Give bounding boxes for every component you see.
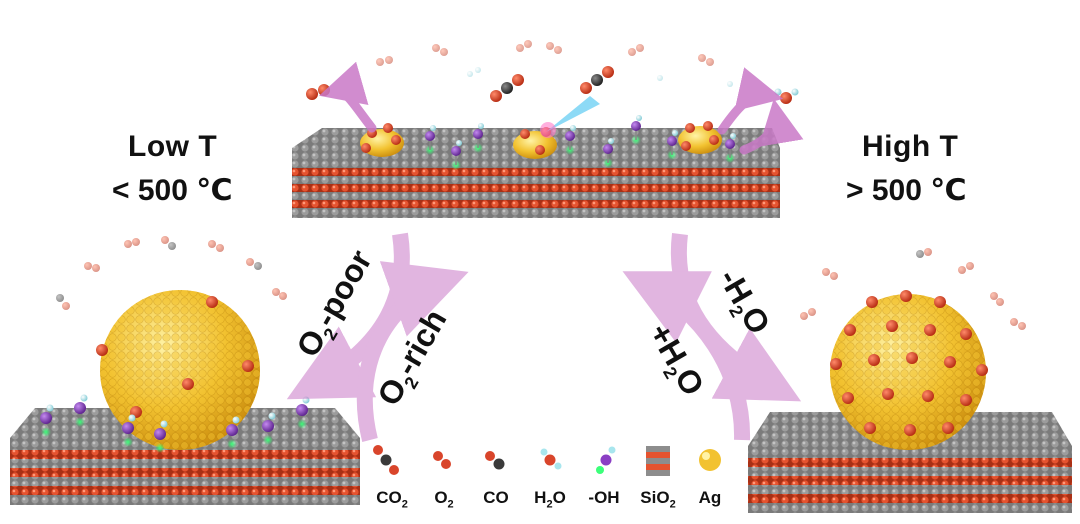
legend-label-co: CO [483, 488, 509, 507]
legend-label-sio2: SiO2 [640, 488, 676, 511]
top-support-slab [292, 128, 780, 218]
co-molecule-icon [485, 451, 505, 470]
ag-cluster-left [360, 123, 404, 157]
left-gas-molecules [56, 236, 287, 310]
ag-atom-icon [699, 449, 721, 471]
top-gas-molecules [306, 40, 799, 104]
ag-cluster-middle [513, 96, 600, 159]
ag-cluster-right [678, 121, 722, 154]
co2-molecule-icon [373, 445, 399, 475]
high-t-title: High T [862, 130, 959, 163]
left-ag-particle [96, 290, 260, 450]
high-t-condition: > 500 ℃ [846, 174, 967, 207]
top-hydroxyl-groups [425, 115, 736, 170]
legend-item-ag: Ag [682, 438, 738, 518]
legend-label-co2: CO2 [376, 488, 408, 511]
low-t-title: Low T [128, 130, 218, 163]
legend: CO2 O2 CO H2O -OH SiO2 [364, 438, 736, 518]
o2-molecule-icon [433, 451, 451, 469]
legend-label-o2: O2 [434, 488, 454, 511]
left-hydroxyl-groups [40, 394, 310, 453]
legend-item-sio2: SiO2 [630, 438, 686, 518]
h2o-molecule-released-right [774, 88, 799, 104]
legend-item-o2: O2 [416, 438, 472, 518]
legend-item-co2: CO2 [364, 438, 420, 518]
hydroxyl-group-icon [596, 446, 616, 474]
co2-molecule-center-left [490, 74, 524, 102]
o2-molecule-released-left [306, 84, 330, 100]
right-gas-molecules [800, 248, 1026, 330]
h2o-molecule-icon [540, 448, 562, 470]
sio2-block-icon [646, 446, 670, 476]
top-curved-arrows [319, 61, 804, 155]
left-support-slab [10, 408, 360, 505]
low-t-condition: < 500 ℃ [112, 174, 233, 207]
legend-item-co: CO [468, 438, 524, 518]
legend-label-ag: Ag [698, 488, 722, 507]
legend-item-hydroxyl: -OH [576, 438, 632, 518]
legend-label-h2o: H2O [534, 488, 566, 511]
right-ag-particle [830, 290, 988, 450]
legend-item-h2o: H2O [522, 438, 578, 518]
transition-arrows [286, 232, 802, 442]
co2-molecule-center-right [580, 66, 614, 94]
legend-label-hydroxyl: -OH [588, 488, 620, 507]
